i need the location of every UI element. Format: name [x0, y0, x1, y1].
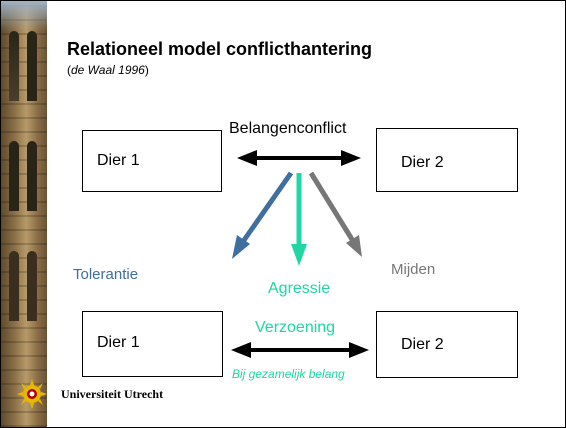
label-bij-gezamelijk-belang: Bij gezamelijk belang	[231, 367, 346, 381]
university-logo-text: Universiteit Utrecht	[61, 387, 164, 401]
conflict-double-arrow	[237, 150, 361, 166]
label-verzoening: Verzoening	[255, 319, 336, 336]
box-dier2-bottom: Dier 2	[376, 311, 518, 378]
label-belangenconflict: Belangenconflict	[227, 120, 349, 138]
box-dier1-top: Dier 1	[82, 130, 222, 192]
avoid-arrow	[308, 171, 362, 257]
label-tolerantie: Tolerantie	[73, 266, 139, 283]
dom-tower-photo	[1, 1, 47, 427]
box-dier2-top: Dier 2	[376, 128, 518, 192]
box-dier1-bottom: Dier 1	[82, 311, 223, 377]
label-agressie: Agressie	[268, 280, 331, 297]
citation: de Waal 1996	[71, 63, 145, 77]
sun-seal-icon	[17, 379, 47, 409]
aggression-arrow	[291, 173, 307, 266]
tolerance-arrow	[232, 171, 294, 259]
label-mijden: Mijden	[391, 261, 436, 278]
slide-subtitle: (de Waal 1996)	[67, 63, 149, 77]
slide-title: Relationeel model conflicthantering	[67, 39, 373, 59]
reconciliation-double-arrow	[231, 342, 369, 358]
